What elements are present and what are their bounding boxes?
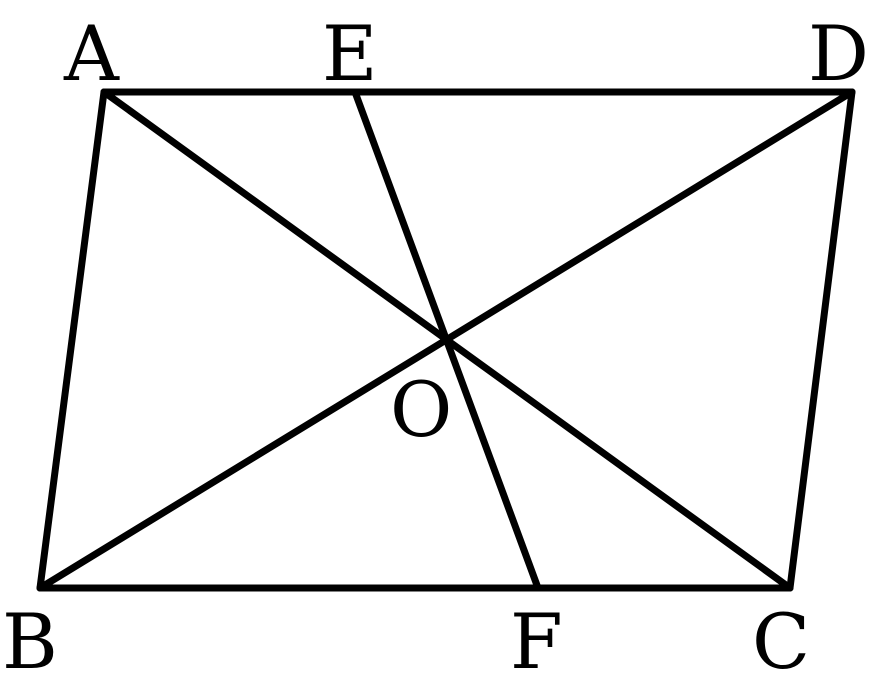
label-D: D [808,9,869,98]
label-O: O [390,365,452,454]
label-A: A [63,9,120,98]
label-E: E [322,9,377,98]
label-C: C [752,597,810,686]
segment-EF [351,88,542,592]
side-DC [786,88,856,592]
label-B: B [2,597,58,686]
side-BA [36,88,108,592]
label-F: F [510,597,563,686]
